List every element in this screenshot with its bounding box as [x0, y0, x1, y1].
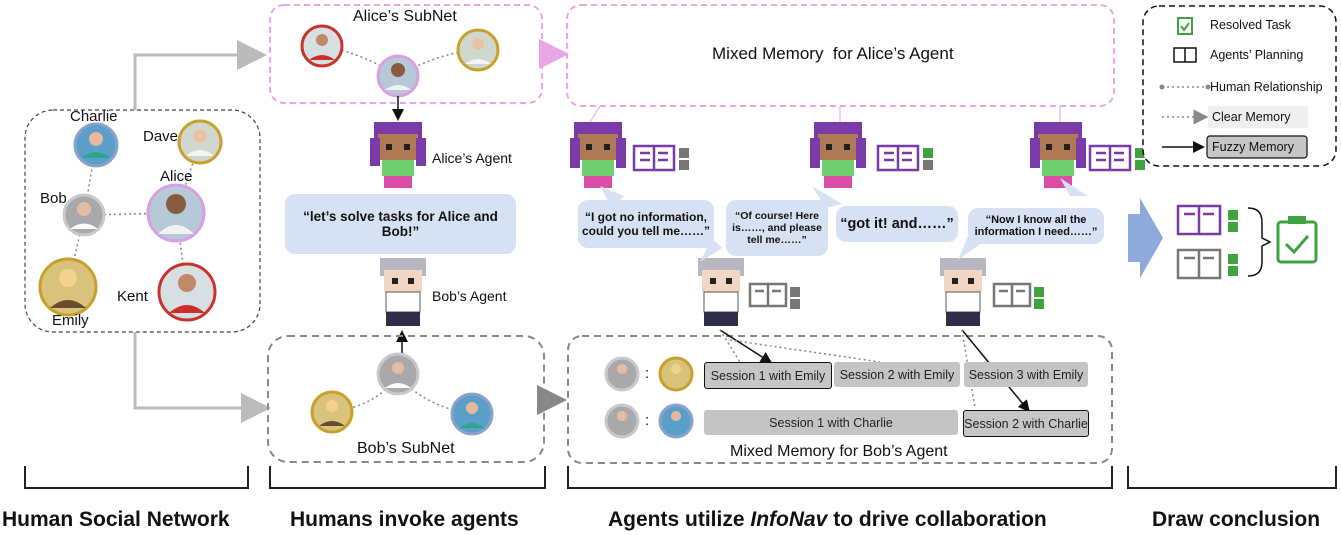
arrow-to-alice-subnet: [133, 40, 267, 110]
legend-agents-planning: Agents’ Planning: [1210, 48, 1304, 62]
stage-title-3-suffix: to drive collaboration: [827, 508, 1047, 531]
person-label-bob: Bob: [40, 190, 67, 207]
planning-book-icon: [1176, 248, 1222, 280]
bob-agent-sprite-2: [940, 258, 986, 326]
session-emily-3: Session 3 with Emily: [964, 362, 1088, 387]
planning-book-icon: [876, 144, 920, 172]
center-speech-bubble: “let’s solve tasks for Alice and Bob!”: [285, 194, 516, 254]
bracket: [1247, 207, 1272, 277]
bob-agent-sprite-1: [698, 258, 744, 326]
avatar-bob: [62, 193, 106, 237]
checkbox-icon: [1135, 148, 1145, 170]
subnet-avatar-alice: [376, 54, 420, 98]
memory-avatar-bob-2: [604, 403, 640, 439]
alice-agent-sprite-2: [810, 122, 866, 188]
social-network-box: [24, 109, 261, 333]
planning-book-icon: [992, 282, 1032, 308]
dialogue-bubble-alice-2: “Now I know all the information I need………: [968, 208, 1104, 244]
alice-agent-sprite-1: [570, 122, 626, 188]
alice-agent-sprite-3: [1030, 122, 1086, 188]
memory-avatar-charlie: [658, 403, 694, 439]
clear-memory-arrow: [719, 329, 741, 363]
stage-title-4: Draw conclusion: [1152, 508, 1321, 531]
planning-book-icon: [748, 282, 788, 308]
legend-clear-memory: Clear Memory: [1212, 110, 1291, 124]
person-label-alice: Alice: [160, 168, 193, 185]
avatar-alice: [146, 183, 206, 243]
checkbox-icon: [679, 148, 689, 170]
conclusion-arrow: [1128, 198, 1163, 278]
avatar-dave: [177, 119, 223, 165]
stage-title-2: Humans invoke agents: [290, 508, 519, 531]
bob-memory-title: Mixed Memory for Bob’s Agent: [730, 443, 948, 460]
planning-book-icon: [1176, 204, 1222, 236]
person-label-emily: Emily: [52, 312, 89, 329]
subnet-avatar-charlie: [450, 392, 494, 436]
arrow-to-bob-subnet: [133, 332, 271, 423]
checkbox-icon: [790, 287, 800, 309]
person-label-dave: Dave: [143, 128, 179, 145]
bob-agent-label: Bob’s Agent: [432, 288, 507, 304]
bob-agent-sprite: [380, 258, 426, 326]
subnet-avatar-dave: [456, 28, 500, 72]
dialogue-bubble-bob-2: “got it! and……”: [836, 206, 958, 242]
legend-resolved-task: Resolved Task: [1210, 18, 1292, 32]
avatar-charlie: [73, 122, 119, 168]
memory-avatar-emily: [658, 356, 694, 392]
legend-human-relationship: Human Relationship: [1210, 80, 1323, 94]
resolved-task-icon: [1177, 17, 1193, 35]
subnet-avatar-emily: [310, 390, 354, 434]
clear-memory-arrow: [729, 339, 881, 363]
stage-title-3-prefix: Agents utilize: [608, 508, 751, 531]
bob-memory-box: [567, 335, 1113, 464]
alice-agent-sprite: [370, 122, 426, 188]
legend-fuzzy-memory: Fuzzy Memory: [1212, 140, 1294, 154]
stage-title-1: Human Social Network: [2, 508, 230, 531]
session-charlie-2: Session 2 with Charlie: [963, 410, 1089, 437]
colon-2: :: [645, 412, 650, 429]
person-label-kent: Kent: [117, 288, 148, 305]
person-label-charlie: Charlie: [70, 108, 118, 125]
fuzzy-memory-arrow: [719, 329, 773, 364]
session-emily-1: Session 1 with Emily: [704, 362, 832, 389]
session-emily-2: Session 2 with Emily: [834, 362, 960, 387]
colon-1: :: [645, 365, 650, 382]
alice-subnet-title: Alice’s SubNet: [353, 8, 457, 25]
alice-memory-title: Mixed Memory for Alice’s Agent: [712, 44, 954, 63]
subnet-avatar-kent: [300, 24, 344, 68]
clear-memory-arrow: [961, 329, 976, 409]
memory-avatar-bob-1: [604, 356, 640, 392]
checkbox-icon: [923, 148, 933, 170]
checkbox-icon: [1034, 287, 1044, 309]
stage-title-3-infonav: InfoNav: [750, 508, 828, 531]
dialogue-bubble-bob-1: “I got no information, could you tell me…: [578, 200, 714, 248]
avatar-kent: [157, 262, 217, 322]
bob-subnet-title: Bob’s SubNet: [357, 440, 455, 457]
alice-agent-label: Alice’s Agent: [432, 150, 512, 166]
dialogue-bubble-alice-1: “Of course! Here is……, and please tell m…: [726, 200, 828, 256]
planning-book-icon: [632, 144, 676, 172]
planning-book-icon: [1088, 144, 1132, 172]
avatar-emily: [38, 257, 98, 317]
subnet-avatar-bob: [376, 352, 420, 396]
session-charlie-1: Session 1 with Charlie: [704, 410, 958, 435]
stage-brackets: [24, 466, 1337, 489]
stage-title-3: Agents utilize InfoNav to drive collabor…: [608, 508, 1047, 532]
resolved-task-icon: [1276, 216, 1318, 264]
checkbox-icon: [1228, 210, 1238, 276]
book-icon: [1173, 47, 1197, 63]
